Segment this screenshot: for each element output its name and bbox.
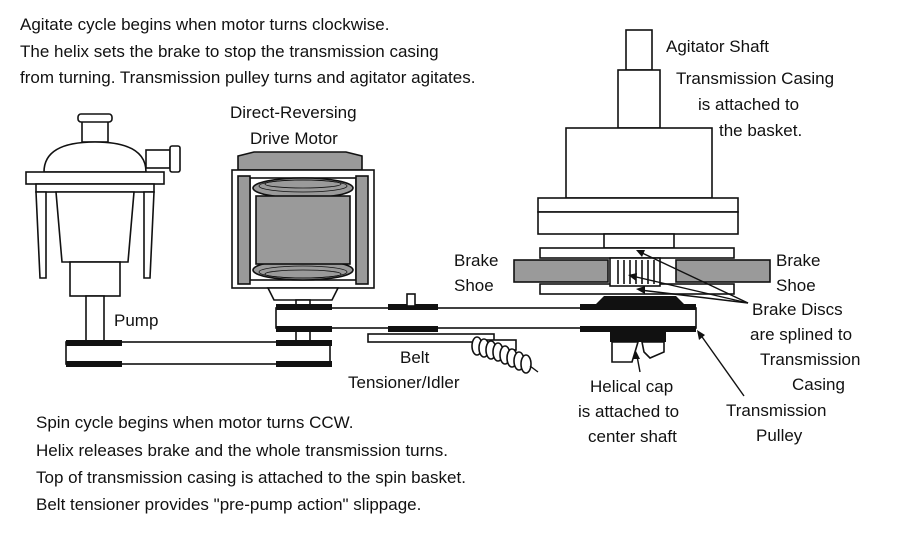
belt-tensioner-label-line: Belt: [400, 348, 430, 367]
belt-tensioner: [367, 293, 539, 374]
brake-discs-label-line: are splined to: [750, 325, 852, 344]
transmission-casing-label-line: the basket.: [719, 121, 802, 140]
outro-line-3: Top of transmission casing is attached t…: [36, 468, 466, 487]
outro-text: Spin cycle begins when motor turns CCW. …: [36, 413, 466, 514]
drive-motor-label-line: Drive Motor: [250, 129, 338, 148]
transmission-casing-label-line: is attached to: [698, 95, 799, 114]
brake-shoe-right-label: Brake Shoe: [776, 251, 820, 295]
belt-tensioner-label: Belt Tensioner/Idler: [348, 348, 460, 392]
drive-motor: [231, 151, 375, 347]
brake-shoe-left-label-line: Brake: [454, 251, 498, 270]
drive-motor-label-line: Direct-Reversing: [230, 103, 357, 122]
agitator-shaft-label: Agitator Shaft: [666, 37, 769, 56]
transmission: [513, 29, 771, 363]
brake-shoe-right-label-line: Brake: [776, 251, 820, 270]
tension-spring: [471, 336, 539, 374]
brake-discs-label: Brake Discs are splined to Transmission …: [750, 300, 860, 394]
brake-discs-label-line: Brake Discs: [752, 300, 843, 319]
outro-line-1: Spin cycle begins when motor turns CCW.: [36, 413, 353, 432]
intro-line-1: Agitate cycle begins when motor turns cl…: [20, 15, 389, 34]
drive-motor-label: Direct-Reversing Drive Motor: [230, 103, 357, 148]
intro-text: Agitate cycle begins when motor turns cl…: [20, 15, 475, 87]
transmission-casing-label: Transmission Casing is attached to the b…: [676, 69, 834, 140]
pump: [25, 113, 181, 343]
pump-label: Pump: [114, 311, 158, 330]
transmission-pulley-label: Transmission Pulley: [726, 401, 826, 445]
intro-line-3: from turning. Transmission pulley turns …: [20, 68, 475, 87]
brake-shoe-left-label: Brake Shoe: [454, 251, 498, 295]
brake-shoe-left-label-line: Shoe: [454, 276, 494, 295]
agitator-shaft: [625, 29, 653, 71]
transmission-pulley: [594, 296, 686, 306]
transmission-pulley-label-line: Pulley: [756, 426, 803, 445]
brake-shoe-right-label-line: Shoe: [776, 276, 816, 295]
drive-belt: [65, 304, 697, 367]
intro-line-2: The helix sets the brake to stop the tra…: [20, 42, 439, 61]
belt-tensioner-label-line: Tensioner/Idler: [348, 373, 460, 392]
transmission-pulley-label-line: Transmission: [726, 401, 826, 420]
transmission-casing: [565, 127, 713, 199]
helical-cap-label-line: center shaft: [588, 427, 677, 446]
helical-cap-label-line: is attached to: [578, 402, 679, 421]
brake-discs-label-line: Casing: [792, 375, 845, 394]
helical-cap-label-line: Helical cap: [590, 377, 673, 396]
outro-line-2: Helix releases brake and the whole trans…: [36, 441, 448, 460]
brake-discs-label-line: Transmission: [760, 350, 860, 369]
outro-line-4: Belt tensioner provides "pre-pump action…: [36, 495, 421, 514]
brake-shoe-left: [513, 259, 609, 283]
helical-cap-label: Helical cap is attached to center shaft: [578, 377, 679, 446]
helical-cap: [611, 341, 640, 363]
brake-shoe-right: [675, 259, 771, 283]
pointer-lines: [628, 250, 749, 397]
brake-disc-upper: [539, 247, 735, 259]
transmission-casing-label-line: Transmission Casing: [676, 69, 834, 88]
